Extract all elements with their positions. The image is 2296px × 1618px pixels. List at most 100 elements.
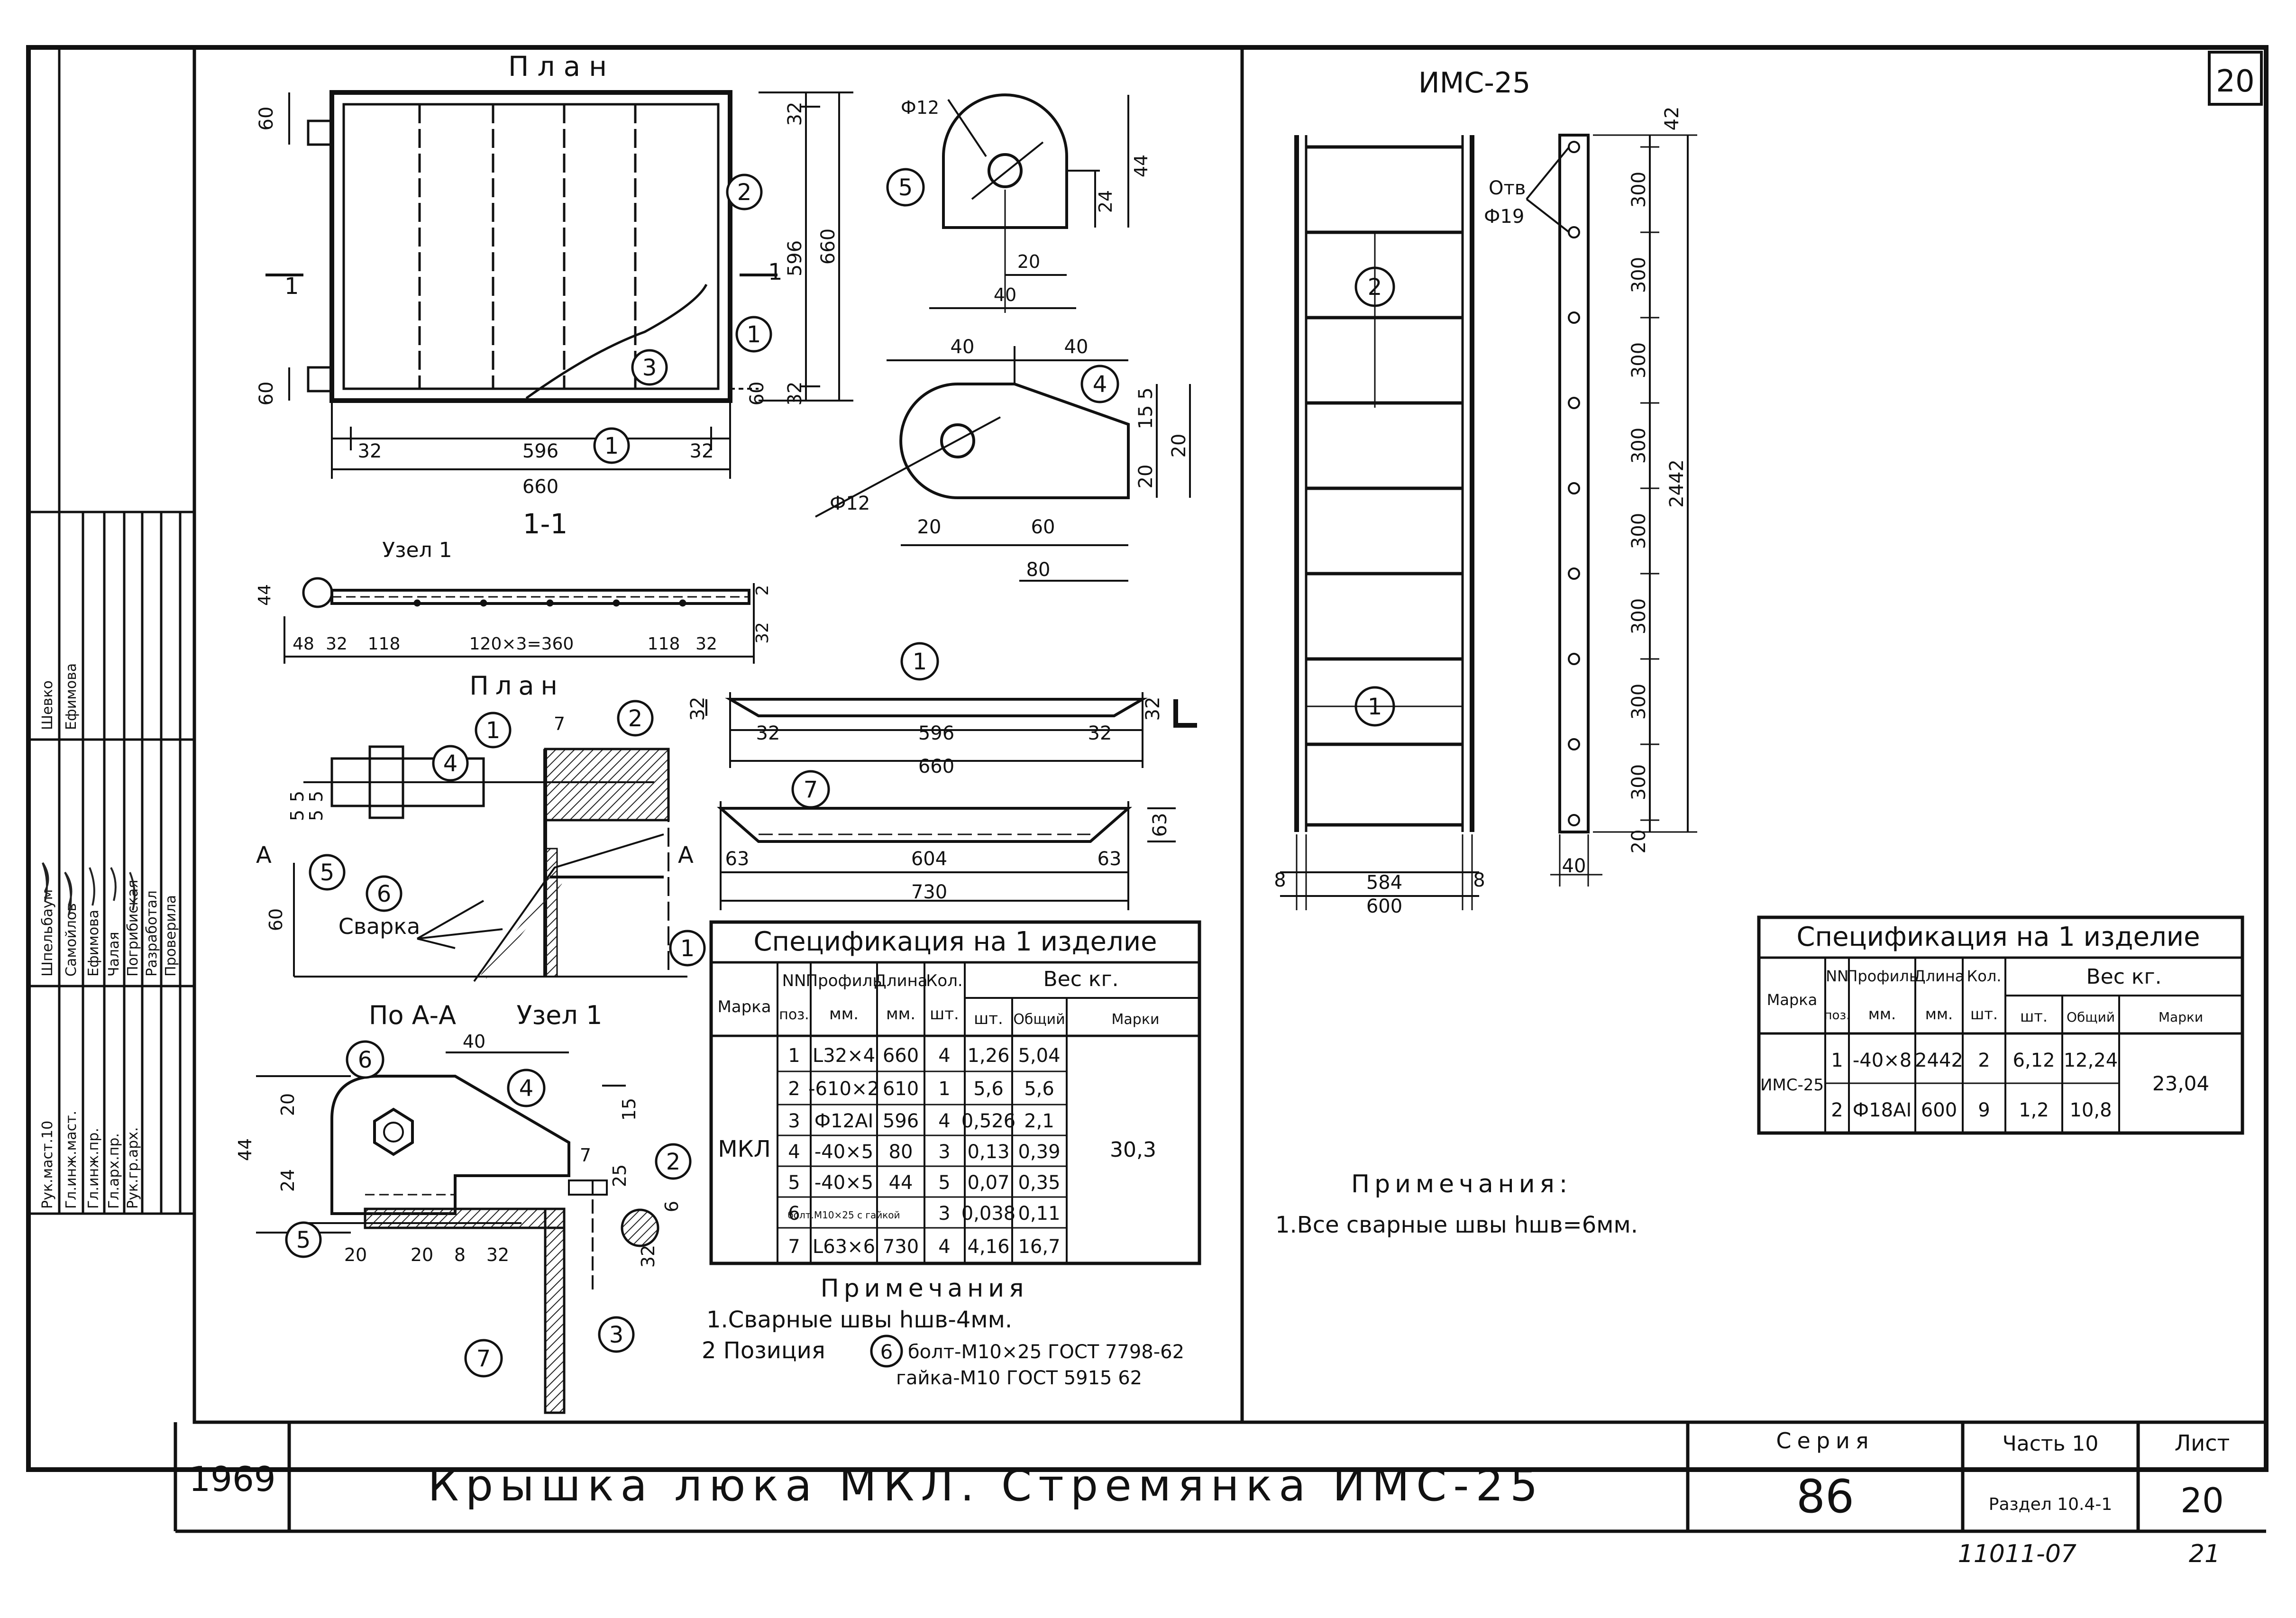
stamp-signatures — [42, 862, 136, 915]
dim-8-uzel: 8 — [454, 1244, 466, 1265]
part-4-dim-60: 60 — [1031, 516, 1055, 538]
spec-table-left-grid — [709, 920, 1201, 1265]
ladder-step-300-2: 300 — [1628, 257, 1650, 293]
spec-table-right: Спецификация на 1 изделие Марка NN поз. … — [1760, 922, 2209, 1121]
title-chast: Часть 10 — [2003, 1432, 2099, 1456]
spec-left-r6-poz: 6 — [788, 1203, 800, 1225]
balloon-1-plan-b: 1 — [604, 433, 619, 459]
part-1-dim-32-a: 32 — [756, 722, 780, 744]
ladder-hole-phi: Ф19 — [1484, 206, 1524, 228]
node-label-uzel-1: Узел 1 — [382, 538, 452, 562]
spec-left-h-kol-unit: шт. — [930, 1005, 959, 1024]
spec-left-r5-poz: 5 — [788, 1172, 800, 1194]
spec-left-r7-dlina: 730 — [883, 1236, 919, 1258]
spec-left-r1-profil: L32×4 — [813, 1045, 875, 1067]
spec-right-h-obshch: Общий — [2067, 1009, 2115, 1025]
part-4-dimensions: 40 40 5 15 20 20 Ф12 20 60 80 — [830, 336, 1190, 581]
view-title-uzel1: Узел 1 — [517, 1000, 603, 1030]
spec-left-r4-obshch: 0,39 — [1018, 1141, 1060, 1163]
spec-right-r2-ves: 1,2 — [2019, 1099, 2049, 1121]
plan-dimensions: 60 60 32 596 660 32 60 32 596 32 660 1 1 — [256, 102, 839, 498]
dim-60-bottom: 60 — [256, 382, 277, 406]
notes-left-line3: гайка-М10 ГОСТ 5915 62 — [896, 1367, 1142, 1389]
node-plan-drawing — [293, 745, 687, 982]
spec-left-total: 30,3 — [1110, 1138, 1156, 1162]
spec-left-r3-dlina: 596 — [883, 1110, 919, 1132]
dim-32-uzel-v: 32 — [638, 1245, 659, 1268]
title-razdel: Раздел 10.4-1 — [1989, 1495, 2112, 1514]
ladder-step-300-6: 300 — [1628, 598, 1650, 634]
spec-left-r6-kol: 3 — [938, 1203, 950, 1225]
dim-596-vertical: 596 — [784, 240, 806, 276]
spec-right-h-profil-unit: мм. — [1868, 1005, 1896, 1023]
footer-code: 11011-07 — [1958, 1540, 2076, 1568]
part-4-dim-20-c: 20 — [917, 516, 942, 538]
dim-60-right-bottom: 60 — [746, 382, 768, 406]
spec-left-r7-ves: 4,16 — [967, 1236, 1009, 1258]
dim-32-b: 32 — [695, 634, 717, 654]
dim-2: 2 — [753, 585, 772, 596]
spec-left-r1-obshch: 5,04 — [1018, 1045, 1060, 1067]
spec-right-r1-profil: -40×8 — [1853, 1050, 1912, 1071]
spec-left-r3-kol: 4 — [938, 1110, 950, 1132]
spec-right-h-sht: шт. — [2020, 1007, 2048, 1025]
balloon-6-uzel: 6 — [358, 1047, 373, 1073]
notes-right-title: Примечания: — [1351, 1170, 1572, 1198]
part-4-dim-40-b: 40 — [1064, 336, 1089, 358]
spec-right-h-poz: поз. — [1824, 1008, 1850, 1023]
part-4-dim-15: 15 — [1135, 405, 1157, 430]
part-7-dim-63-a: 63 — [725, 848, 750, 870]
dim-20-uzel-b: 20 — [344, 1244, 367, 1265]
ladder-step-300-1: 300 — [1628, 172, 1650, 208]
dim-32-uzel-b: 32 — [486, 1244, 509, 1265]
dim-6-uzel: 6 — [661, 1201, 682, 1212]
spec-right-total: 23,04 — [2152, 1072, 2209, 1095]
footer-page: 21 — [2189, 1540, 2220, 1568]
stamp-name-1: Шпельбаум — [39, 889, 56, 977]
dim-32-a: 32 — [326, 634, 348, 654]
part-5-dim-40: 40 — [994, 284, 1016, 305]
spec-right-r2-obshch: 10,8 — [2069, 1099, 2112, 1121]
balloon-1-part: 1 — [913, 649, 927, 675]
uzel-1-dimensions: 40 44 20 24 15 7 25 6 32 20 20 8 32 — [235, 1031, 682, 1268]
sheet-frame — [26, 45, 2269, 1472]
balloon-3-plan: 3 — [642, 355, 657, 381]
spec-right-h-dlina: Длина — [1914, 967, 1965, 985]
stamp-roles: Рук.маст.10 Гл.инж.маст. Гл.инж.пр. Гл.а… — [39, 663, 179, 1209]
spec-left-r5-kol: 5 — [938, 1172, 950, 1194]
title-seria: 86 — [1796, 1470, 1854, 1523]
view-title-poaa: По А-А — [369, 1000, 456, 1030]
ladder-side-view — [1526, 134, 1697, 887]
part-7-dim-730: 730 — [911, 881, 947, 903]
spec-right-r2-poz: 2 — [1831, 1099, 1843, 1121]
spec-left-r1-poz: 1 — [788, 1045, 800, 1067]
balloon-4-part: 4 — [1093, 371, 1107, 398]
dim-5-b: 5 — [287, 810, 308, 821]
spec-left-r7-kol: 4 — [938, 1236, 950, 1258]
part-4-dim-20-a: 20 — [1168, 434, 1190, 458]
dim-44-uzel: 44 — [235, 1138, 256, 1161]
part-1-dim-32-b: 32 — [1088, 722, 1112, 744]
spec-left-r7-obshch: 16,7 — [1018, 1236, 1060, 1258]
uzel-1-drawing — [256, 1051, 659, 1414]
spec-right-r1-ves: 6,12 — [2012, 1050, 2055, 1071]
spec-right-r2-profil: Ф18АI — [1853, 1099, 1912, 1121]
approval-stamp — [28, 47, 194, 1215]
spec-table-right-grid — [1757, 915, 2244, 1135]
spec-left-h-nn: NN — [782, 971, 806, 990]
notes-left-line2b: болт-М10×25 ГОСТ 7798-62 — [908, 1341, 1184, 1363]
spec-right-title: Спецификация на 1 изделие — [1796, 922, 2200, 952]
stamp-name-2: Самойлов — [63, 903, 80, 977]
part-1-dim-660: 660 — [918, 756, 954, 777]
stamp-name-4: Чалая — [106, 932, 122, 977]
dim-44: 44 — [255, 584, 274, 606]
part-5-dimensions: Ф12 24 44 20 40 — [901, 97, 1152, 305]
section-mark-a-right: А — [678, 842, 694, 868]
part-5-dim-20: 20 — [1017, 251, 1040, 272]
plan-title: План — [508, 50, 615, 82]
stamp-extra-name-2: Ефимова — [63, 663, 80, 730]
spec-left-h-dlina: Длина — [874, 971, 927, 990]
part-4-dim-40-a: 40 — [951, 336, 975, 358]
dim-7-uzel: 7 — [580, 1145, 591, 1166]
